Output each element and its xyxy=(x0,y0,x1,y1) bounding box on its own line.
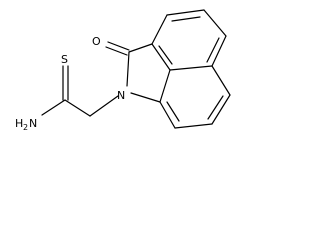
bond-c8a-c8b xyxy=(159,69,171,103)
bond-c-o-1 xyxy=(107,41,130,51)
bond-c7-c8 xyxy=(211,94,231,125)
bond-n-c8a xyxy=(130,92,161,103)
bond-c5-c6 xyxy=(203,9,227,37)
amine-subscript: 2 xyxy=(23,123,28,132)
bond-n-ch2 xyxy=(89,95,119,117)
bond-c-nh2 xyxy=(41,99,66,116)
bond-c6a-c7 xyxy=(211,65,231,96)
bond-c4-c5 xyxy=(166,9,205,16)
nitrogen-label: N xyxy=(117,89,125,102)
bond-c3-c8b xyxy=(151,43,171,71)
bond-c7-c8-inner xyxy=(207,95,224,120)
bond-c2-n xyxy=(126,51,130,87)
bond-c4-c5-inner xyxy=(171,16,201,22)
bond-c3-c4 xyxy=(151,14,168,45)
structure-diagram: O S N H 2 N xyxy=(0,0,245,146)
bond-c8-c9 xyxy=(174,123,213,129)
sulfur-label: S xyxy=(61,53,68,66)
bond-c6-c6a xyxy=(211,35,227,67)
bond-c2-c3 xyxy=(128,43,153,53)
bond-ch2-cs xyxy=(64,99,91,117)
molecule-drawing: O S N H 2 N xyxy=(15,9,231,132)
oxygen-label: O xyxy=(92,35,101,48)
bond-c6a-c8b xyxy=(169,65,213,71)
bond-c9-c8a xyxy=(159,101,176,129)
bond-c6-c6a-inner xyxy=(206,37,220,63)
bond-c9-c8a-inner xyxy=(166,101,180,122)
bond-c3-c8b-inner xyxy=(158,45,173,65)
amine-h-label: H xyxy=(15,117,23,130)
bond-c-o-2 xyxy=(105,46,128,56)
amine-n-label: N xyxy=(29,117,37,130)
